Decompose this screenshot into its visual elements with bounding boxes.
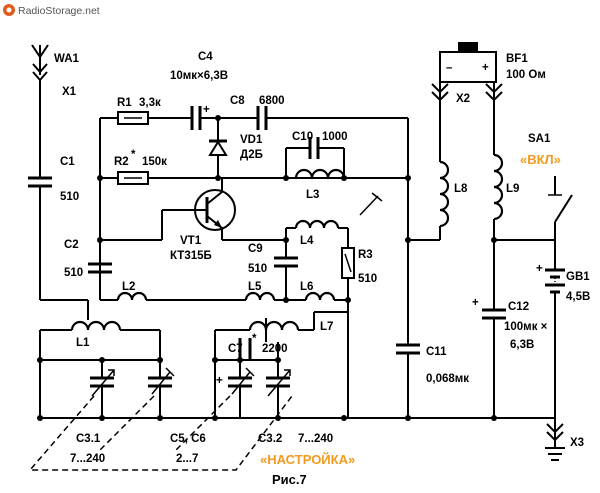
earphone-bf1: – + [439, 42, 497, 83]
gang-tuning-link [28, 395, 293, 471]
figure-caption: Рис.7 [272, 472, 307, 487]
label-r1: R1 [117, 97, 132, 109]
label-l5: L5 [248, 281, 262, 293]
label-r3-value: 510 [358, 273, 377, 285]
inductor-l6 [304, 291, 336, 301]
label-c5-c6: C5, C6 [170, 433, 206, 445]
capacitor-c11 [396, 343, 420, 355]
label-wa1: WA1 [54, 53, 80, 65]
svg-text:+: + [203, 104, 210, 116]
label-c7-value: 2200 [262, 343, 288, 355]
label-r2-star: * [131, 149, 136, 161]
capacitor-c9 [274, 256, 298, 268]
diode-vd1 [208, 139, 228, 156]
label-c5-c6-range: 2...7 [176, 453, 198, 465]
inductor-l9 [493, 153, 504, 221]
label-vd1-type: Д2Б [240, 149, 263, 161]
label-c1-value: 510 [60, 191, 79, 203]
label-c2: C2 [64, 239, 79, 251]
label-x1: X1 [62, 86, 77, 98]
resistor-r2 [117, 171, 149, 185]
label-c4-value: 10мк×6,3В [170, 70, 228, 82]
label-c8: C8 [230, 95, 245, 107]
label-c3-1-range: 7...240 [70, 453, 105, 465]
resistor-r1 [117, 111, 149, 125]
label-l9: L9 [506, 183, 519, 195]
label-vd1: VD1 [240, 134, 263, 146]
label-l3: L3 [306, 189, 319, 201]
watermark-text: RadioStorage.net [18, 5, 100, 17]
label-vt1: VT1 [180, 235, 202, 247]
inductor-l7 [248, 320, 300, 331]
label-c2-value: 510 [64, 267, 83, 279]
capacitor-c8 [256, 106, 268, 130]
resistor-r3 [341, 247, 355, 279]
label-c10-value: 1000 [322, 131, 348, 143]
label-l4: L4 [300, 235, 314, 247]
label-r2-value: 150к [142, 156, 167, 168]
label-vt1-type: КТ315Б [170, 250, 212, 262]
label-r3: R3 [358, 249, 373, 261]
svg-text:+: + [536, 263, 543, 275]
label-gb1: GB1 [566, 271, 590, 283]
label-c12-value-1: 100мк × [504, 321, 548, 333]
label-l7: L7 [320, 321, 333, 333]
label-gb1-value: 4,5В [566, 291, 590, 303]
watermark: RadioStorage.net [3, 4, 100, 17]
label-vkl: «ВКЛ» [520, 152, 561, 167]
label-c11: C11 [426, 346, 447, 358]
label-c10: C10 [292, 131, 313, 143]
label-c7-star: * [252, 333, 257, 345]
trimmer-capacitor-c6: + [216, 367, 255, 395]
capacitor-c7 [238, 338, 252, 360]
label-c12: C12 [508, 301, 529, 313]
svg-text:+: + [472, 297, 479, 309]
label-tuning: «НАСТРОЙКА» [260, 452, 355, 467]
label-c1: C1 [60, 156, 75, 168]
label-c11-value: 0,068мк [426, 373, 469, 385]
label-c9-value: 510 [248, 263, 267, 275]
inductor-l3 [294, 168, 346, 179]
label-sa1: SA1 [528, 133, 551, 145]
capacitor-c1 [28, 176, 52, 188]
inductor-l8 [439, 160, 450, 228]
svg-text:+: + [482, 62, 489, 74]
inductor-l2 [116, 291, 148, 301]
label-c4: C4 [198, 51, 213, 63]
label-l8: L8 [454, 183, 468, 195]
inductor-l4 [294, 219, 340, 229]
label-c9: C9 [248, 243, 263, 255]
label-x2: X2 [456, 93, 470, 105]
capacitor-c12: + [472, 297, 506, 320]
label-c7: C7 [228, 343, 243, 355]
label-c3-2-range: 7...240 [298, 433, 333, 445]
svg-text:+: + [216, 375, 223, 387]
label-l1: L1 [76, 337, 90, 349]
label-c12-value-2: 6,3В [510, 339, 534, 351]
battery-gb1: + [536, 263, 565, 294]
label-x3: X3 [570, 437, 584, 449]
label-r1-value: 3,3к [139, 97, 161, 109]
label-c3-2: C3.2 [258, 433, 282, 445]
connector-x3 [545, 418, 565, 461]
label-bf1: BF1 [506, 53, 528, 65]
antenna-wa1 [31, 44, 49, 82]
label-l2: L2 [122, 281, 135, 293]
variable-arrow-symbol [359, 192, 383, 216]
transistor-vt1 [194, 189, 236, 231]
label-l6: L6 [300, 281, 313, 293]
svg-text:–: – [446, 62, 453, 74]
inductor-l5 [244, 291, 276, 301]
label-bf1-value: 100 Ом [506, 69, 546, 81]
switch-sa1 [548, 188, 573, 223]
label-c3-1: C3.1 [76, 433, 101, 445]
label-c8-value: 6800 [259, 95, 285, 107]
label-r2: R2 [114, 156, 129, 168]
capacitor-c2 [88, 262, 112, 274]
inductor-l1 [70, 320, 122, 331]
